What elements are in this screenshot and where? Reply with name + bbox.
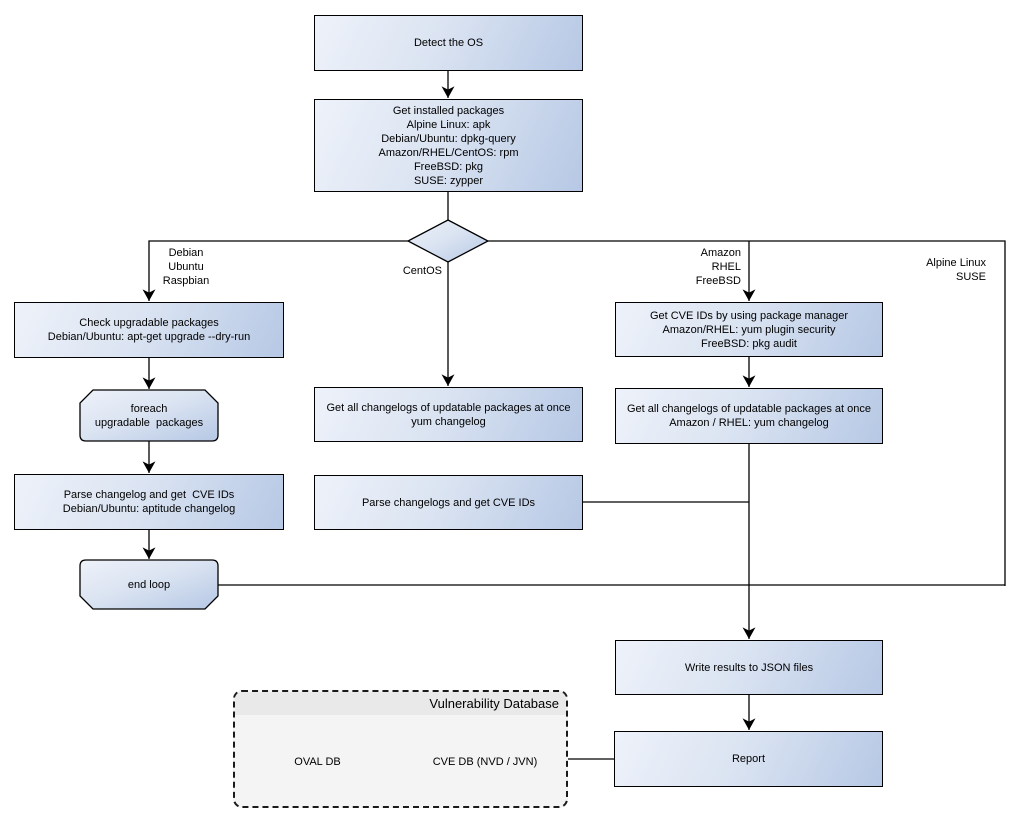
connector-decision-right-rail (488, 240, 1006, 586)
node-get-changelogs-centos-label: Get all changelogs of updatable packages… (326, 401, 571, 428)
branch-label-debian-ubuntu-raspbian: Debian Ubuntu Raspbian (162, 247, 210, 287)
node-detect-os: Detect the OS (314, 15, 583, 71)
node-parse-changelog-debian-label: Parse changelog and get CVE IDs Debian/U… (62, 489, 236, 515)
node-get-installed-packages-label: Get installed packages Alpine Linux: apk… (378, 104, 519, 187)
node-write-results-json-label: Write results to JSON files (684, 661, 814, 674)
os-decision-diamond (406, 219, 490, 263)
node-report-label: Report (731, 753, 766, 765)
foreach-loop-label: foreach upgradable packages (94, 402, 204, 429)
connector-decision-to-check-upgradable (142, 240, 408, 301)
node-get-installed-packages: Get installed packages Alpine Linux: apk… (314, 99, 583, 192)
cve-db-label: CVE DB (NVD / JVN) (432, 756, 538, 768)
foreach-loop-shape (79, 389, 219, 442)
node-detect-os-label: Detect the OS (413, 37, 484, 49)
end-loop-label-box: end loop (80, 560, 218, 609)
node-write-results-json: Write results to JSON files (615, 640, 883, 695)
foreach-loop-label-box: foreach upgradable packages (80, 390, 218, 441)
node-parse-changelogs-centos: Parse changelogs and get CVE IDs (314, 475, 583, 530)
node-parse-changelogs-centos-label: Parse changelogs and get CVE IDs (361, 496, 536, 509)
node-get-changelogs-amazon-rhel-label: Get all changelogs of updatable packages… (626, 403, 871, 429)
oval-db-label: OVAL DB (294, 756, 341, 768)
node-check-upgradable-packages-label: Check upgradable packages Debian/Ubuntu:… (47, 317, 251, 343)
node-get-cve-ids-package-manager-label: Get CVE IDs by using package manager Ama… (649, 309, 849, 350)
branch-label-centos: CentOS (402, 265, 442, 277)
branch-label-alpine-suse: Alpine Linux SUSE (926, 257, 986, 283)
vulnerability-database-container: Vulnerability Database (233, 690, 568, 808)
node-get-changelogs-centos: Get all changelogs of updatable packages… (314, 387, 583, 442)
end-loop-label: end loop (127, 578, 171, 591)
branch-label-amazon-rhel-freebsd: Amazon RHEL FreeBSD (695, 247, 741, 287)
end-loop-shape (79, 559, 219, 610)
node-get-cve-ids-package-manager: Get CVE IDs by using package manager Ama… (615, 302, 883, 357)
vulnerability-database-title: Vulnerability Database (429, 696, 559, 711)
node-get-changelogs-amazon-rhel: Get all changelogs of updatable packages… (615, 388, 883, 444)
node-report: Report (614, 731, 883, 787)
node-check-upgradable-packages: Check upgradable packages Debian/Ubuntu:… (14, 302, 284, 358)
vulnerability-database-header: Vulnerability Database (235, 692, 566, 715)
node-parse-changelog-debian: Parse changelog and get CVE IDs Debian/U… (14, 474, 284, 530)
